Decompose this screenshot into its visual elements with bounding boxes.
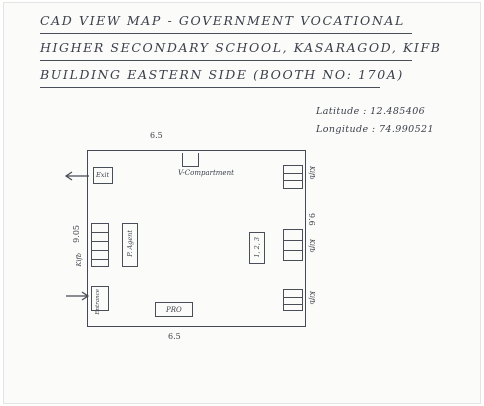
exit-door: Exit (93, 167, 113, 184)
kifb-right-mid-label: Kifb (308, 239, 316, 253)
entrance-label: Entrance (95, 289, 101, 315)
entrance-arrow-icon (66, 291, 90, 301)
window-line (92, 259, 108, 260)
window-line (92, 232, 108, 233)
kifb-right-bottom-label: Kifb (308, 291, 316, 305)
floor-plan: Exit V-Compartment Kifb P. Agent 1, 2, 3… (75, 150, 306, 327)
window-line (284, 250, 302, 251)
booth-numbers-label: 1, 2, 3 (253, 237, 261, 258)
window-line (284, 304, 302, 305)
exit-label: Exit (96, 171, 110, 179)
polling-agent-label: P. Agent (126, 230, 134, 257)
dimension-top: 6.5 (150, 131, 163, 140)
dimension-right: 9.6 (307, 213, 316, 226)
window-line (284, 173, 302, 174)
right-window-top (283, 165, 303, 189)
title-line-3: BUILDING EASTERN SIDE (BOOTH NO: 170A) (40, 67, 404, 82)
kifb-left-label: Kifb (75, 253, 83, 267)
dimension-left: 9.05 (72, 225, 81, 243)
window-line (284, 297, 302, 298)
booth-officials-table: 1, 2, 3 (249, 232, 265, 264)
left-windows (91, 223, 109, 267)
longitude-text: Longitude : 74.990521 (316, 124, 434, 135)
window-line (92, 241, 108, 242)
window-line (284, 180, 302, 181)
right-window-middle (283, 229, 303, 261)
exit-arrow-icon (64, 171, 89, 181)
dimension-bottom: 6.5 (168, 332, 181, 341)
title-underline-1 (40, 33, 412, 34)
entrance-door: Entrance (91, 286, 109, 315)
window-line (284, 240, 302, 241)
title-underline-3 (40, 87, 380, 88)
voting-compartment-box (182, 153, 199, 167)
pro-label: PRO (166, 306, 182, 314)
latitude-text: Latitude : 12.485406 (316, 106, 426, 117)
paper-sheet: CAD VIEW MAP - GOVERNMENT VOCATIONAL HIG… (3, 2, 481, 404)
polling-agent-table: P. Agent (122, 223, 138, 267)
v-compartment-label: V-Compartment (178, 169, 234, 177)
window-line (92, 250, 108, 251)
right-window-bottom (283, 289, 303, 311)
pro-table: PRO (155, 302, 193, 317)
title-line-1: CAD VIEW MAP - GOVERNMENT VOCATIONAL (40, 13, 405, 28)
title-line-2: HIGHER SECONDARY SCHOOL, KASARAGOD, KIFB (40, 40, 442, 55)
kifb-right-top-label: Kifb (308, 166, 316, 180)
title-underline-2 (40, 60, 412, 61)
